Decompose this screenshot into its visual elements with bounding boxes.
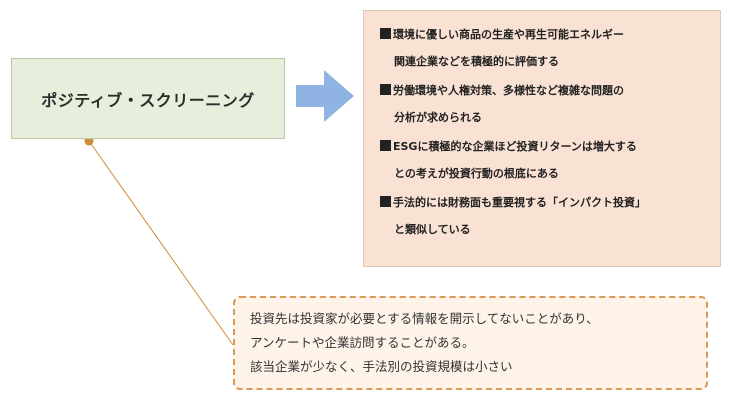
feature-line: 労働環境や人権対策、多様性など複雑な問題の xyxy=(380,77,710,104)
black-square-icon xyxy=(380,140,391,151)
feature-text: 労働環境や人権対策、多様性など複雑な問題の xyxy=(393,84,624,97)
feature-text: ESGに積極的な企業ほど投資リターンは増大する xyxy=(393,140,637,153)
concept-title: ポジティブ・スクリーニング xyxy=(41,90,255,110)
feature-line: 手法的には財務面も重要視する「インパクト投資」 xyxy=(380,189,710,216)
feature-item: 環境に優しい商品の生産や再生可能エネルギー 関連企業などを積極的に評価する xyxy=(380,21,710,75)
features-list: 環境に優しい商品の生産や再生可能エネルギー 関連企業などを積極的に評価する 労働… xyxy=(380,21,710,243)
note-line: アンケートや企業訪問することがある。 xyxy=(250,335,475,350)
feature-line-continued: 関連企業などを積極的に評価する xyxy=(394,55,559,68)
black-square-icon xyxy=(380,28,391,39)
feature-item: 労働環境や人権対策、多様性など複雑な問題の 分析が求められる xyxy=(380,77,710,131)
note-line: 該当企業が少なく、手法別の投資規模は小さい xyxy=(250,359,513,374)
feature-line: 環境に優しい商品の生産や再生可能エネルギー xyxy=(380,21,710,48)
concept-box: ポジティブ・スクリーニング xyxy=(11,58,285,139)
black-square-icon xyxy=(380,84,391,95)
black-square-icon xyxy=(380,196,391,207)
right-arrow-icon xyxy=(296,70,354,122)
feature-line-continued: と類似している xyxy=(394,223,471,236)
feature-line: ESGに積極的な企業ほど投資リターンは増大する xyxy=(380,133,710,160)
callout-line xyxy=(88,140,234,346)
note-line: 投資先は投資家が必要とする情報を開示してないことがあり、 xyxy=(250,311,599,326)
feature-line-continued: との考えが投資行動の根底にある xyxy=(394,167,559,180)
feature-item: ESGに積極的な企業ほど投資リターンは増大する との考えが投資行動の根底にある xyxy=(380,133,710,187)
feature-line-continued: 分析が求められる xyxy=(394,111,482,124)
feature-item: 手法的には財務面も重要視する「インパクト投資」 と類似している xyxy=(380,189,710,243)
note-callout: 投資先は投資家が必要とする情報を開示してないことがあり、 アンケートや企業訪問す… xyxy=(233,296,708,390)
feature-text: 手法的には財務面も重要視する「インパクト投資」 xyxy=(393,196,646,209)
features-box: 環境に優しい商品の生産や再生可能エネルギー 関連企業などを積極的に評価する 労働… xyxy=(363,10,721,267)
feature-text: 環境に優しい商品の生産や再生可能エネルギー xyxy=(393,28,624,41)
